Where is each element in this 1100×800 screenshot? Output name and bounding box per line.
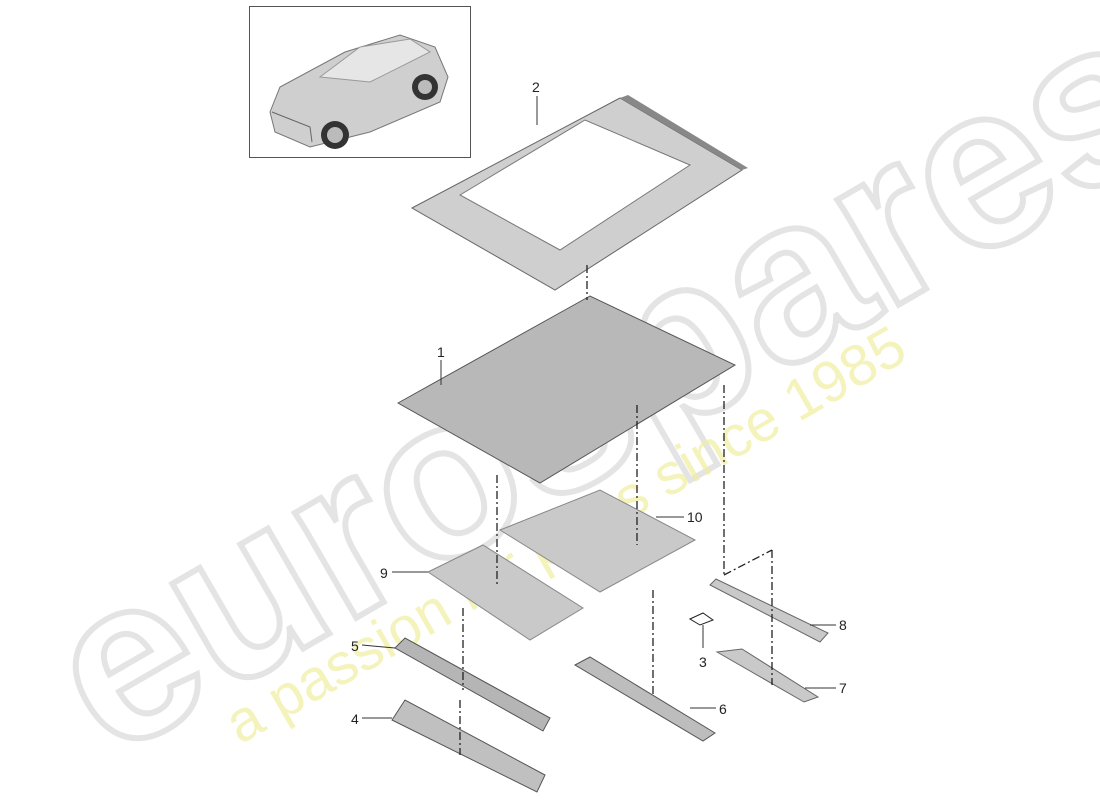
leader-lines <box>361 96 836 719</box>
part-8-rear-bow-upper[interactable] <box>709 578 829 643</box>
part-4-front-bow-lower[interactable] <box>391 699 546 793</box>
part-10-liner-rear[interactable] <box>498 489 697 593</box>
callout-8[interactable]: 8 <box>839 617 847 633</box>
callout-3[interactable]: 3 <box>699 654 707 670</box>
callout-2[interactable]: 2 <box>532 79 540 95</box>
suv-icon <box>269 34 449 149</box>
callout-7[interactable]: 7 <box>839 680 847 696</box>
callout-4[interactable]: 4 <box>351 711 359 727</box>
callout-9[interactable]: 9 <box>380 565 388 581</box>
alignment-lines <box>459 265 773 755</box>
part-6-center-bow[interactable] <box>573 656 716 742</box>
callout-10[interactable]: 10 <box>687 509 703 525</box>
part-7-rear-bow-lower[interactable] <box>715 648 820 703</box>
vehicle-thumbnail <box>249 6 471 158</box>
callout-1[interactable]: 1 <box>437 344 445 360</box>
part-5-front-bow-upper[interactable] <box>394 637 551 732</box>
callout-6[interactable]: 6 <box>719 701 727 717</box>
part-2-roof-frame[interactable] <box>410 95 748 291</box>
part-1-roof-skin[interactable] <box>396 295 737 484</box>
part-9-liner-front[interactable] <box>426 544 584 641</box>
part-3-gasket[interactable] <box>688 612 715 626</box>
callout-5[interactable]: 5 <box>351 638 359 654</box>
